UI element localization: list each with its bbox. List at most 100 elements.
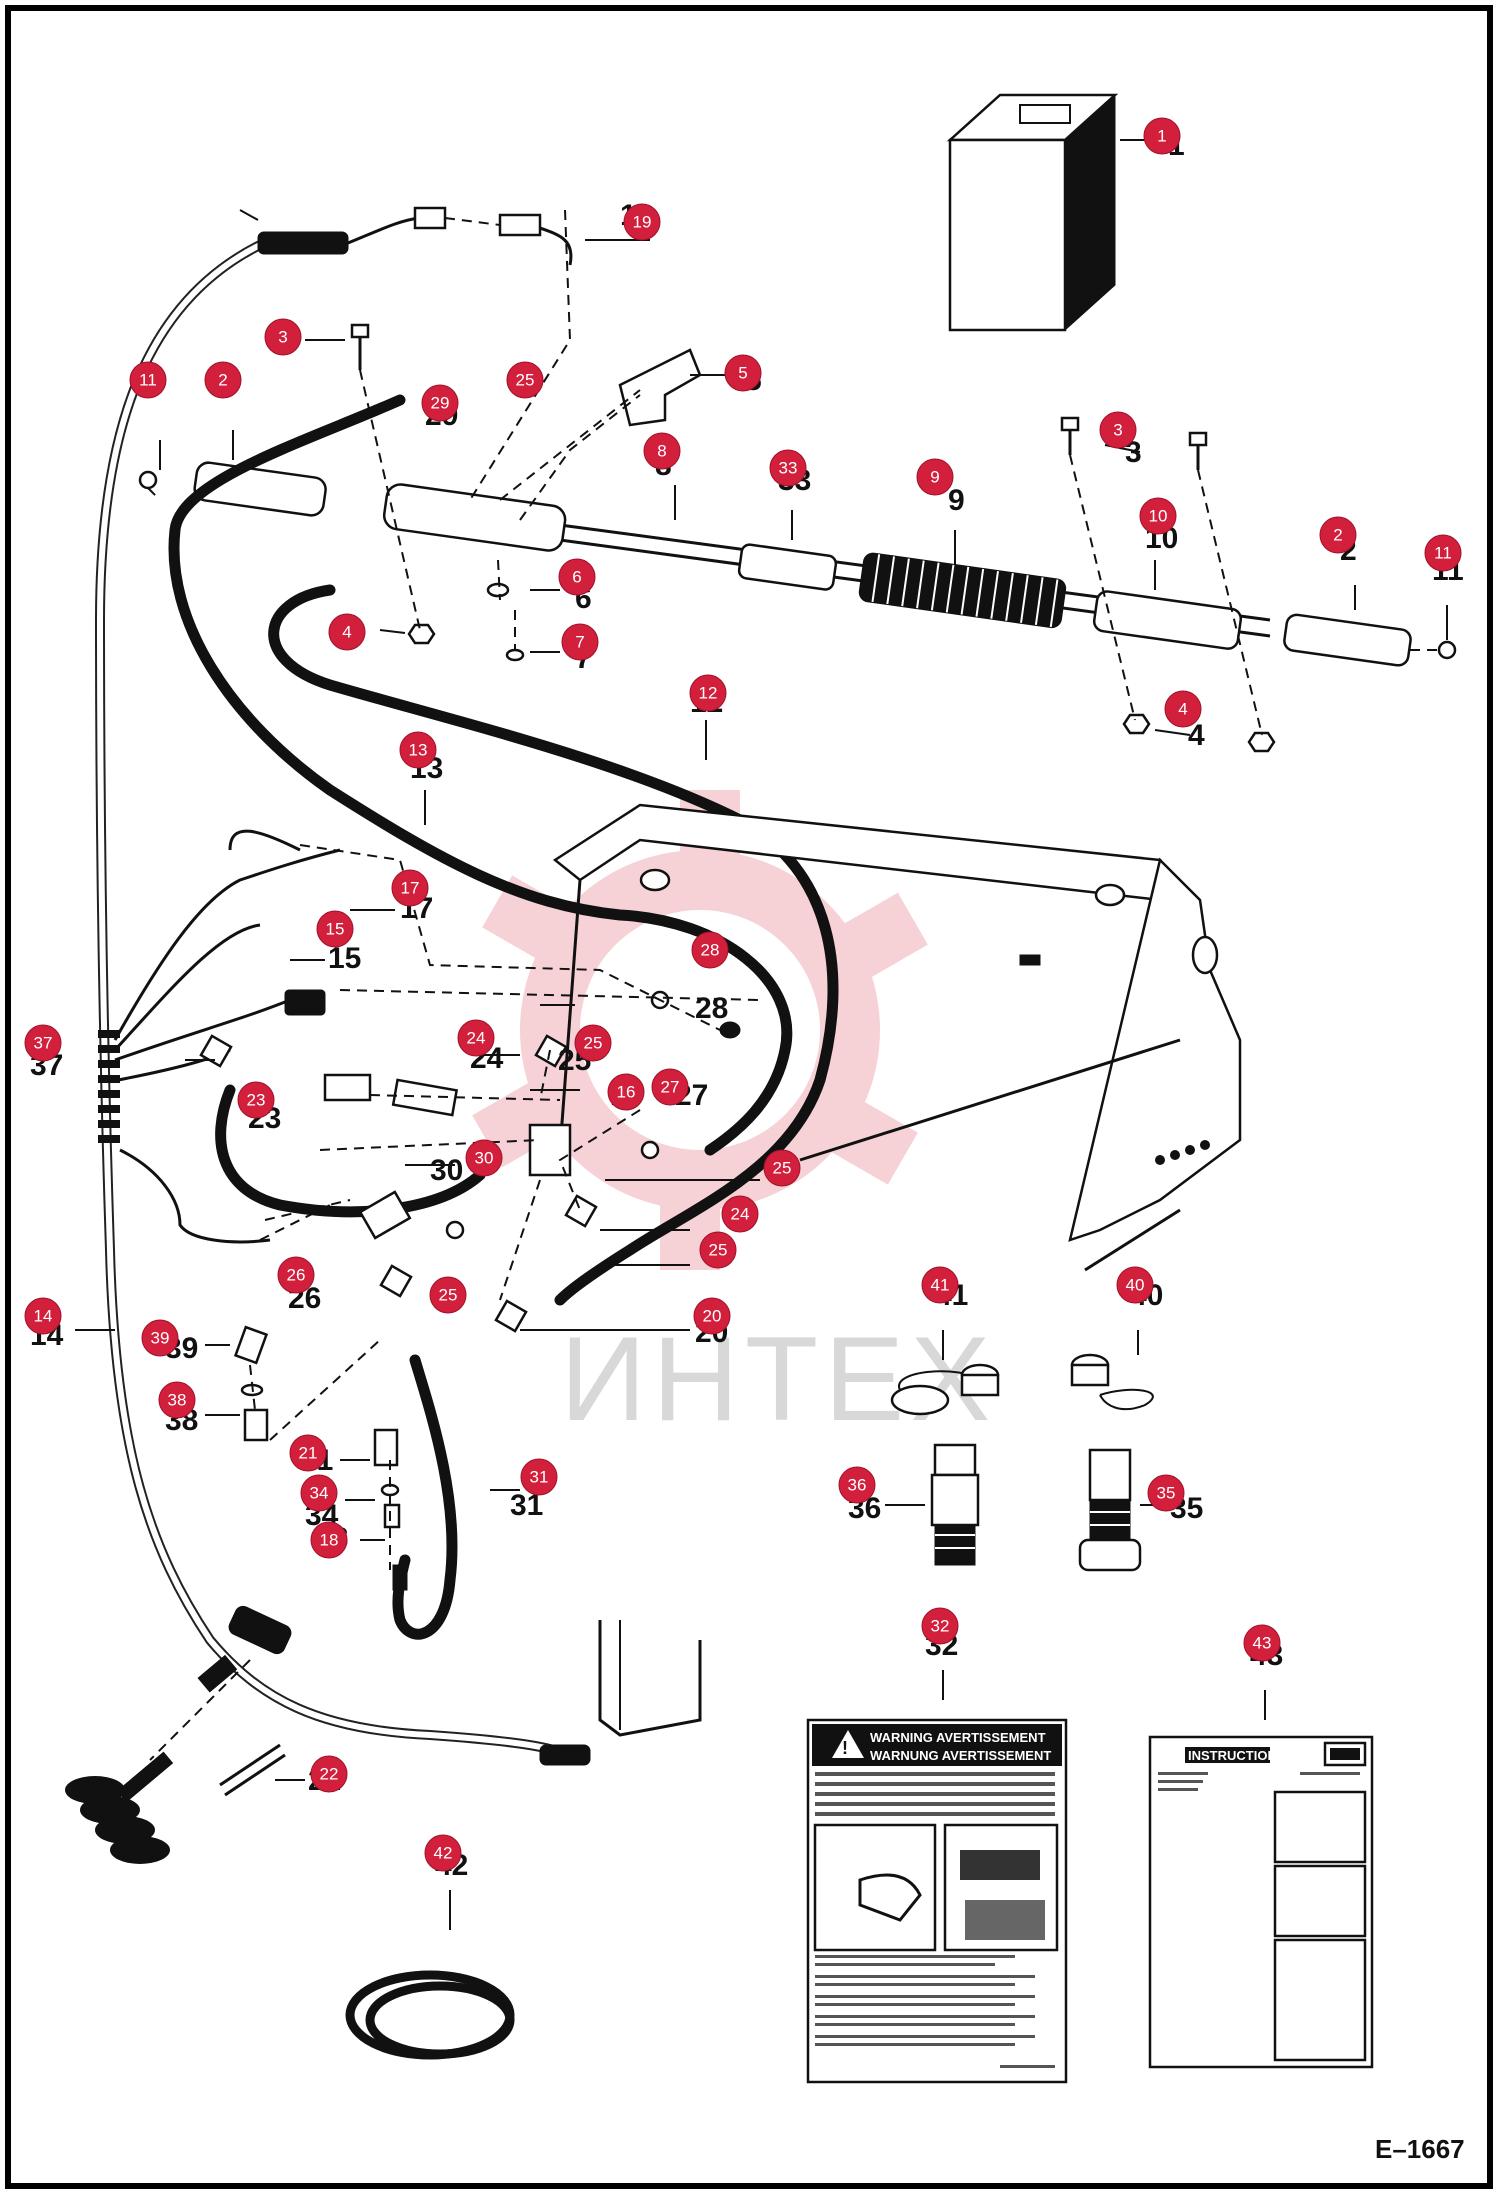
callout-badge[interactable] (310, 1521, 348, 1559)
callout-badge-label: 17 (401, 879, 420, 898)
callout-badge[interactable] (721, 1195, 759, 1233)
callout-badge-label: 18 (320, 1531, 339, 1550)
callout-badge-label: 37 (34, 1034, 53, 1053)
part-number: 28 (695, 992, 728, 1025)
callout-badge[interactable] (916, 458, 954, 496)
callout-badge[interactable] (574, 1024, 612, 1062)
callout-badge[interactable] (465, 1139, 503, 1177)
callout-badge-label: 2 (1333, 526, 1342, 545)
callout-badge[interactable] (1319, 516, 1357, 554)
callout-badge[interactable] (457, 1019, 495, 1057)
callout-badge[interactable] (24, 1024, 62, 1062)
callout-badge[interactable] (838, 1466, 876, 1504)
part-number: 9 (948, 484, 965, 517)
callout-badge-label: 28 (701, 941, 720, 960)
callout-badge[interactable] (310, 1755, 348, 1793)
callout-badge-label: 11 (1434, 544, 1452, 563)
callout-badge-label: 40 (1126, 1276, 1145, 1295)
diagram-frame (5, 5, 1493, 2189)
callout-badge-label: 2 (218, 371, 227, 390)
figure-reference: E–1667 (1375, 2134, 1465, 2164)
couplers (890, 1353, 1154, 1572)
callout-badge[interactable] (561, 623, 599, 661)
callout-badge[interactable] (1099, 411, 1137, 449)
callout-badge-label: 15 (326, 920, 345, 939)
callout-badge-label: 24 (731, 1205, 750, 1224)
callout-badge[interactable] (1143, 117, 1181, 155)
callout-badge[interactable] (769, 449, 807, 487)
callout-badge-label: 6 (572, 568, 581, 587)
callout-badge[interactable] (724, 354, 762, 392)
harness-14 (94, 206, 591, 1766)
callout-badge[interactable] (399, 731, 437, 769)
callout-badge-label: 20 (703, 1307, 722, 1326)
callout-badge[interactable] (289, 1434, 327, 1472)
callout-badge[interactable] (763, 1149, 801, 1187)
callout-badge[interactable] (391, 869, 429, 907)
callout-badge[interactable] (141, 1319, 179, 1357)
callout-badge[interactable] (1164, 690, 1202, 728)
hoses (168, 394, 839, 2060)
callout-badge[interactable] (520, 1458, 558, 1496)
callout-badge[interactable] (158, 1381, 196, 1419)
callout-badge[interactable] (421, 384, 459, 422)
control-wiring (113, 829, 761, 1591)
callout-badge[interactable] (506, 361, 544, 399)
cylinder-assembly (138, 209, 1457, 753)
callout-badge[interactable] (699, 1231, 737, 1269)
callout-badge[interactable] (623, 203, 661, 241)
callout-badge[interactable] (693, 1297, 731, 1335)
callout-badge-label: 29 (431, 394, 450, 413)
connector-22 (65, 1654, 286, 1864)
callout-badge[interactable] (691, 931, 729, 969)
callout-badge-label: 19 (633, 213, 652, 232)
callout-badge[interactable] (1147, 1474, 1185, 1512)
callout-badge-label: 8 (657, 442, 666, 461)
callout-badge-label: 25 (439, 1286, 458, 1305)
callout-badge[interactable] (277, 1256, 315, 1294)
callout-badge[interactable] (607, 1073, 645, 1111)
callout-badge-label: 11 (139, 371, 157, 390)
callout-badge[interactable] (1424, 534, 1462, 572)
callout-badge[interactable] (689, 674, 727, 712)
callout-badge[interactable] (921, 1266, 959, 1304)
callout-badge-label: 39 (151, 1329, 170, 1348)
callout-badge-label: 24 (467, 1029, 486, 1048)
decal-instructions-title: INSTRUCTIONS (1188, 1748, 1286, 1763)
callout-badge-label: 41 (931, 1276, 950, 1295)
callout-badge[interactable] (1116, 1266, 1154, 1304)
callout-badge-label: 36 (848, 1476, 867, 1495)
callout-badge[interactable] (237, 1081, 275, 1119)
callout-badge-label: 26 (287, 1266, 306, 1285)
callout-badge[interactable] (24, 1297, 62, 1335)
callout-badge[interactable] (921, 1607, 959, 1645)
callout-badge[interactable] (204, 361, 242, 399)
callout-badge[interactable] (300, 1474, 338, 1512)
machine-frame (552, 803, 1242, 1737)
decal-43-instructions: INSTRUCTIONS (1148, 1735, 1374, 2069)
decal-32-warning: ! WARNING AVERTISSEMENT WARNUNG AVERTISS… (806, 1718, 1068, 2084)
callout-badge[interactable] (558, 558, 596, 596)
callout-badge-label: 16 (617, 1083, 636, 1102)
part-number: 15 (328, 942, 361, 975)
callout-badge[interactable] (264, 318, 302, 356)
callout-badge-label: 14 (34, 1307, 53, 1326)
callout-badge[interactable] (651, 1068, 689, 1106)
callout-badge-label: 9 (930, 468, 939, 487)
leader-lines (75, 139, 1448, 1930)
callout-badge[interactable] (643, 432, 681, 470)
callout-badge-label: 5 (738, 364, 747, 383)
callout-badge[interactable] (1243, 1624, 1281, 1662)
callout-badge[interactable] (328, 613, 366, 651)
callout-badge-label: 43 (1253, 1634, 1272, 1653)
callout-badge-label: 42 (434, 1844, 453, 1863)
callout-badge[interactable] (429, 1276, 467, 1314)
callout-badge[interactable] (424, 1834, 462, 1872)
callout-badge-label: 4 (342, 623, 351, 642)
callout-badge[interactable] (316, 910, 354, 948)
callout-badge[interactable] (1139, 497, 1177, 535)
part-number: 30 (430, 1154, 463, 1187)
callout-badge[interactable] (129, 361, 167, 399)
callout-badge-label: 35 (1157, 1484, 1176, 1503)
